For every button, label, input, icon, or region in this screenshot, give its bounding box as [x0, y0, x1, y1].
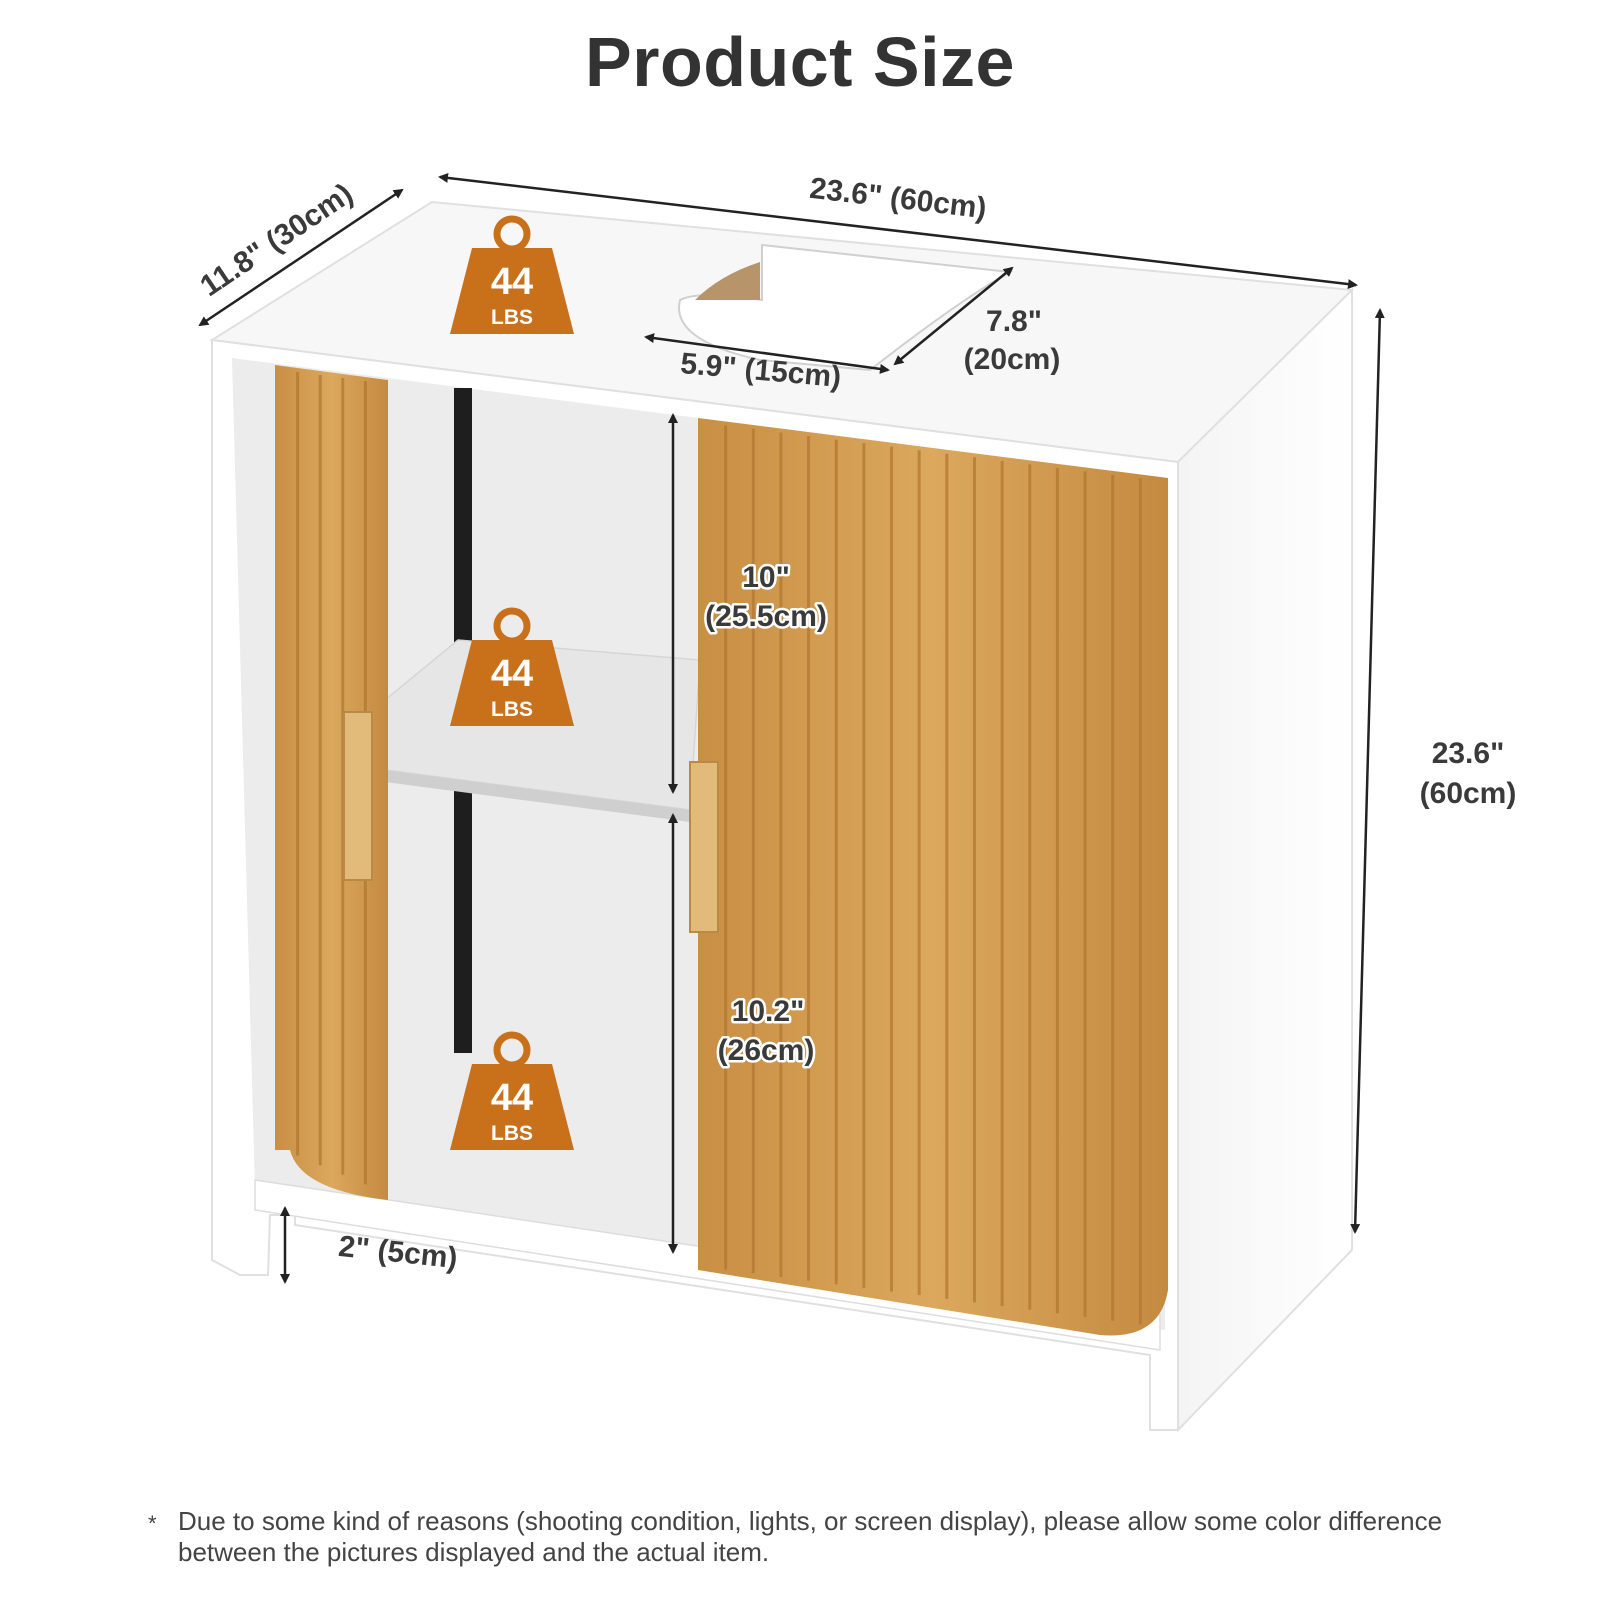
- load-badge-value: 44: [491, 1077, 533, 1119]
- dimension-arrows: [198, 172, 1385, 1284]
- left-door-handle: [343, 711, 373, 881]
- middle-shelf-edge: [385, 770, 690, 822]
- cutout-width-arrow: [644, 333, 890, 374]
- load-badge-bottom: 44 LBS: [450, 1031, 574, 1150]
- load-badge-unit: LBS: [491, 1122, 533, 1145]
- dimension-labels: 23.6" (60cm) 11.8" (30cm) 23.6" (60cm) 5…: [194, 172, 1516, 1275]
- weight-icon: [450, 1064, 574, 1150]
- right-door-grooves: [724, 425, 1142, 1325]
- color-disclaimer-note: * Due to some kind of reasons (shooting …: [148, 1506, 1468, 1568]
- load-badge-unit: LBS: [491, 306, 533, 329]
- height-label-in: 23.6": [1432, 737, 1505, 770]
- right-tambour-door: [689, 418, 1168, 1336]
- lower-space-label-in: 10.2": [732, 995, 805, 1028]
- depth-arrow: [198, 188, 404, 327]
- right-door-handle: [689, 761, 719, 933]
- load-badge-value: 44: [491, 653, 533, 695]
- load-badge-value: 44: [491, 261, 533, 303]
- width-label: 23.6" (60cm): [808, 172, 988, 226]
- upper-space-label-in: 10": [742, 561, 790, 594]
- cabinet-side-panel: [1177, 287, 1353, 1433]
- note-text: Due to some kind of reasons (shooting co…: [178, 1506, 1443, 1567]
- height-label-cm: (60cm): [1420, 777, 1517, 810]
- cutout-depth-arrow: [893, 266, 1014, 366]
- asterisk-icon: *: [148, 1511, 157, 1536]
- page-title: Product Size: [585, 23, 1015, 101]
- left-tambour-door: [275, 365, 388, 1200]
- upper-space-label-cm: (25.5cm): [705, 600, 827, 633]
- cutout-depth-label-in: 7.8": [986, 305, 1042, 338]
- cutout-depth-label-cm: (20cm): [964, 343, 1061, 376]
- load-badge-unit: LBS: [491, 698, 533, 721]
- height-arrow: [1350, 308, 1385, 1234]
- load-badge-middle: 44 LBS: [450, 607, 574, 726]
- width-arrow: [438, 172, 1358, 290]
- weight-icon: [450, 640, 574, 726]
- lower-space-label-cm: (26cm): [718, 1034, 815, 1067]
